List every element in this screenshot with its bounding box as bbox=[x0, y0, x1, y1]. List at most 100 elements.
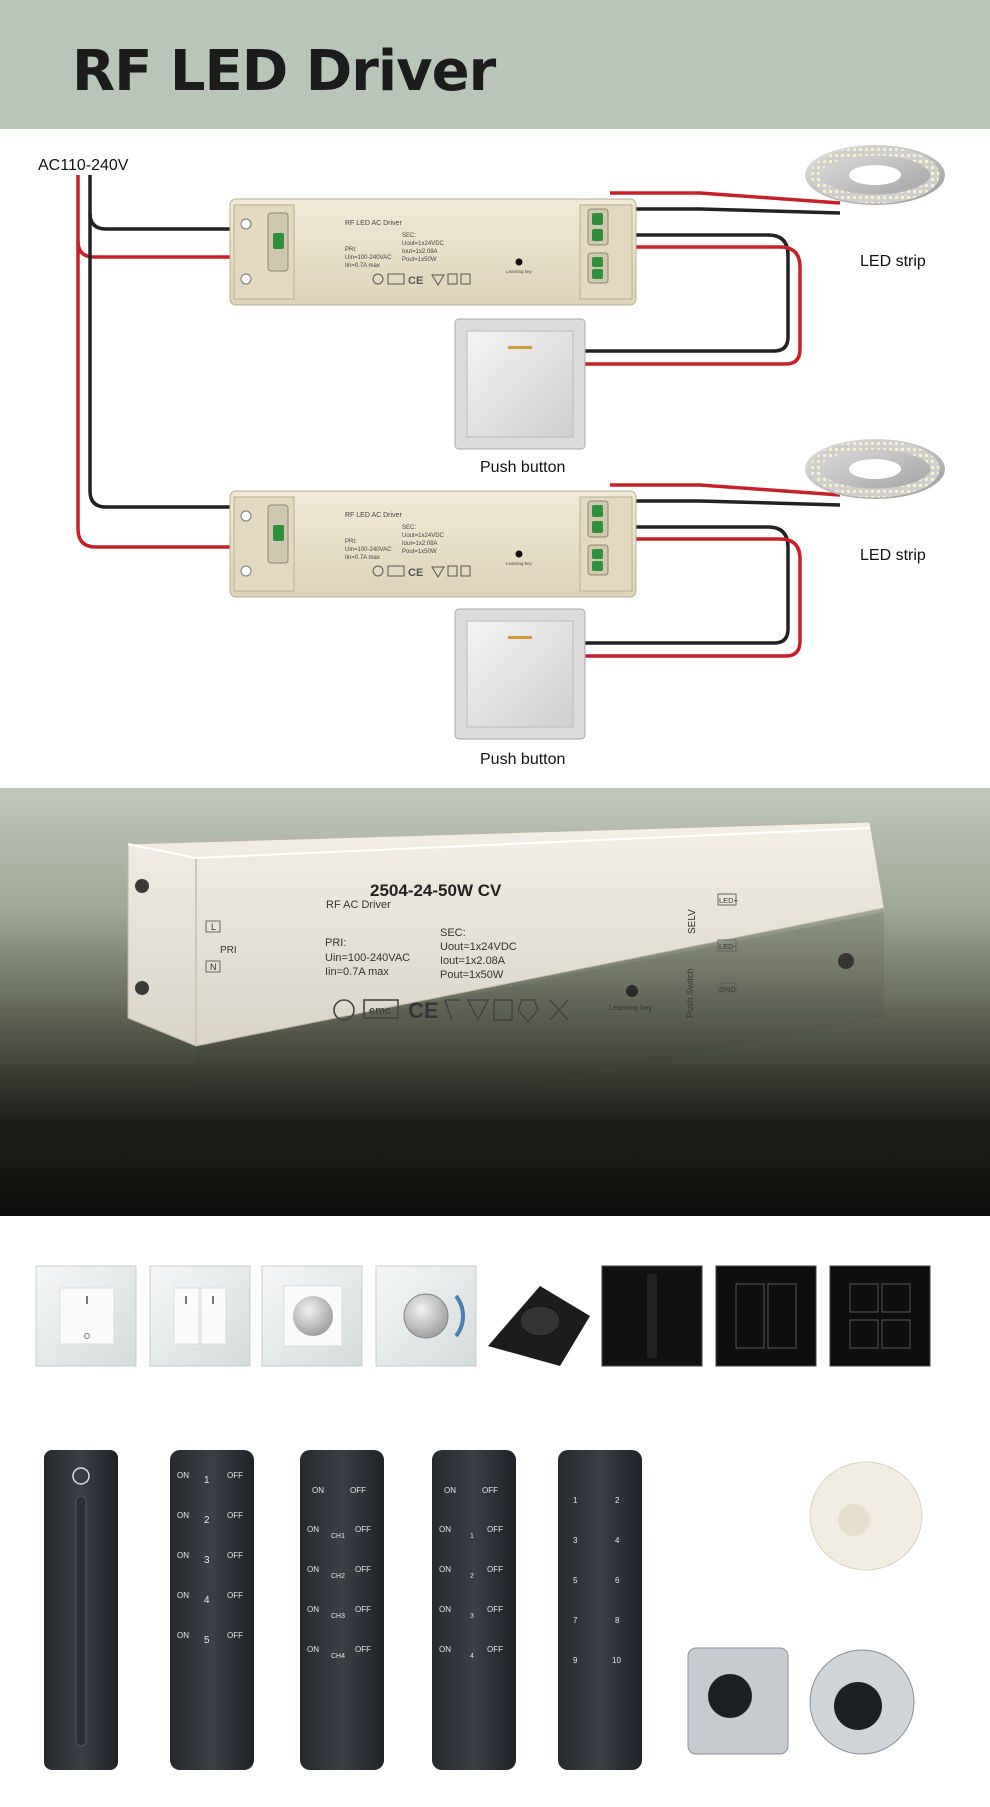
driver2-sec: SEC: bbox=[402, 525, 416, 531]
r5-zone-5: 5 bbox=[204, 1635, 210, 1646]
led-strip-label-1: LED strip bbox=[860, 253, 926, 270]
r4z-zone-3: 3 bbox=[470, 1613, 474, 1620]
r5-off-4: OFF bbox=[227, 1591, 243, 1600]
r10-num-3: 3 bbox=[573, 1536, 578, 1545]
r4z-zone-2: 2 bbox=[470, 1573, 474, 1580]
product-led-plus: LED+ bbox=[719, 896, 739, 905]
r4c-off-all: OFF bbox=[350, 1486, 366, 1495]
r5-on-3: ON bbox=[177, 1551, 189, 1560]
r4c-on-2: ON bbox=[307, 1565, 319, 1574]
r10-num-5: 5 bbox=[573, 1576, 578, 1585]
r4c-off-3: OFF bbox=[355, 1605, 371, 1614]
r4c-on-4: ON bbox=[307, 1645, 319, 1654]
r4c-off-2: OFF bbox=[355, 1565, 371, 1574]
driver1-title: RF LED AC Driver bbox=[345, 220, 402, 227]
product-sec: SEC: bbox=[440, 927, 466, 939]
header-banner: RF LED Driver bbox=[0, 0, 990, 129]
driver-product-svg: emc CE 2504-24-50W CV RF AC Driver PRI L… bbox=[127, 821, 885, 1148]
r4c-on-3: ON bbox=[307, 1605, 319, 1614]
driver1-uin: Uin=100-240VAC bbox=[345, 255, 392, 261]
driver-1: RF LED AC Driver PRI: Uin=100-240VAC Iin… bbox=[229, 198, 637, 306]
r4z-on-1: ON bbox=[439, 1525, 451, 1534]
r4z-off-3: OFF bbox=[487, 1605, 503, 1614]
wiring-svg: RF LED AC Driver PRI: Uin=100-240VAC Iin… bbox=[76, 145, 945, 740]
r5-off-5: OFF bbox=[227, 1631, 243, 1640]
r10-num-8: 8 bbox=[615, 1616, 620, 1625]
r4c-ch3: CH3 bbox=[331, 1613, 345, 1620]
wall-panel-touch-zone bbox=[601, 1265, 703, 1367]
product-photo: emc CE 2504-24-50W CV RF AC Driver PRI L… bbox=[0, 788, 990, 1216]
driver2-uout: Uout=1x24VDC bbox=[402, 533, 445, 539]
r4z-off-4: OFF bbox=[487, 1645, 503, 1654]
touch-dimmer-round-white bbox=[809, 1461, 923, 1571]
r5-on-2: ON bbox=[177, 1511, 189, 1520]
r5-on-1: ON bbox=[177, 1471, 189, 1480]
r5-on-4: ON bbox=[177, 1591, 189, 1600]
push-button-label-1: Push button bbox=[480, 459, 566, 476]
r4c-off-4: OFF bbox=[355, 1645, 371, 1654]
r10-num-9: 9 bbox=[573, 1656, 578, 1665]
driver1-iout: Iout=1x2.08A bbox=[402, 249, 438, 255]
page-title: RF LED Driver bbox=[72, 39, 496, 104]
driver1-sec: SEC: bbox=[402, 233, 416, 239]
driver1-iin: Iin=0.7A max bbox=[345, 263, 380, 269]
product-uin: Uin=100-240VAC bbox=[325, 952, 410, 964]
product-iin: Iin=0.7A max bbox=[325, 966, 389, 978]
r10-num-10: 10 bbox=[612, 1656, 621, 1665]
wall-panel-single bbox=[35, 1265, 137, 1367]
remote-5-zone bbox=[170, 1450, 254, 1770]
driver2-cert-icons bbox=[372, 565, 471, 578]
product-pout: Pout=1x50W bbox=[440, 969, 504, 981]
led-strip-reel-1 bbox=[805, 145, 945, 205]
r4z-zone-4: 4 bbox=[470, 1653, 474, 1660]
input-voltage-label: AC110-240V bbox=[38, 157, 129, 174]
wall-panel-dial bbox=[375, 1265, 477, 1367]
terminal-n: N bbox=[210, 962, 217, 972]
driver2-title: RF LED AC Driver bbox=[345, 512, 402, 519]
touch-dimmer-square-silver bbox=[687, 1647, 789, 1755]
push-button-switch-2 bbox=[454, 608, 586, 740]
r5-on-5: ON bbox=[177, 1631, 189, 1640]
driver-2: RF LED AC Driver PRI: Uin=100-240VAC Iin… bbox=[229, 490, 637, 598]
touch-dimmer-round-silver bbox=[809, 1649, 915, 1755]
wiring-diagram: RF LED AC Driver PRI: Uin=100-240VAC Iin… bbox=[0, 129, 990, 788]
r4c-ch2: CH2 bbox=[331, 1573, 345, 1580]
r5-zone-3: 3 bbox=[204, 1555, 210, 1566]
product-model: 2504-24-50W CV bbox=[370, 881, 502, 900]
driver2-learning-key: Learning key bbox=[506, 561, 533, 566]
compatible-controls: ON OFF 1 ON OFF 2 ON OFF 3 ON OFF 4 ON O… bbox=[0, 1216, 990, 1802]
r4z-off-all: OFF bbox=[482, 1486, 498, 1495]
terminal-l: L bbox=[211, 922, 216, 932]
r4z-on-all: ON bbox=[444, 1486, 456, 1495]
r10-num-1: 1 bbox=[573, 1496, 578, 1505]
push-button-switch-1 bbox=[454, 318, 586, 450]
driver2-iout: Iout=1x2.08A bbox=[402, 541, 438, 547]
r5-off-2: OFF bbox=[227, 1511, 243, 1520]
r4c-ch4: CH4 bbox=[331, 1653, 345, 1660]
r10-num-6: 6 bbox=[615, 1576, 620, 1585]
r4c-on-all: ON bbox=[312, 1486, 324, 1495]
r4c-on-1: ON bbox=[307, 1525, 319, 1534]
driver1-pout: Pout=1x50W bbox=[402, 257, 437, 263]
driver1-cert-icons bbox=[372, 273, 471, 286]
r4c-off-1: OFF bbox=[355, 1525, 371, 1534]
r4z-on-2: ON bbox=[439, 1565, 451, 1574]
push-button-label-2: Push button bbox=[480, 751, 566, 768]
product-pri: PRI: bbox=[325, 937, 346, 949]
r4z-off-1: OFF bbox=[487, 1525, 503, 1534]
led-strip-reel-2 bbox=[805, 439, 945, 499]
wall-panel-rotary bbox=[261, 1265, 363, 1367]
wall-panel-double bbox=[149, 1265, 251, 1367]
wall-panel-desk-dimmer bbox=[488, 1286, 590, 1366]
remote-dimmer-slider bbox=[44, 1450, 118, 1770]
r4z-on-3: ON bbox=[439, 1605, 451, 1614]
r5-zone-4: 4 bbox=[204, 1595, 210, 1606]
product-pri-side: PRI bbox=[220, 945, 237, 956]
product-iout: Iout=1x2.08A bbox=[440, 955, 506, 967]
driver2-pri: PRI: bbox=[345, 539, 357, 545]
wall-panel-black-double bbox=[715, 1265, 817, 1367]
r5-off-3: OFF bbox=[227, 1551, 243, 1560]
remote-4-channel bbox=[300, 1450, 384, 1770]
driver2-uin: Uin=100-240VAC bbox=[345, 547, 392, 553]
r5-zone-1: 1 bbox=[204, 1475, 210, 1486]
